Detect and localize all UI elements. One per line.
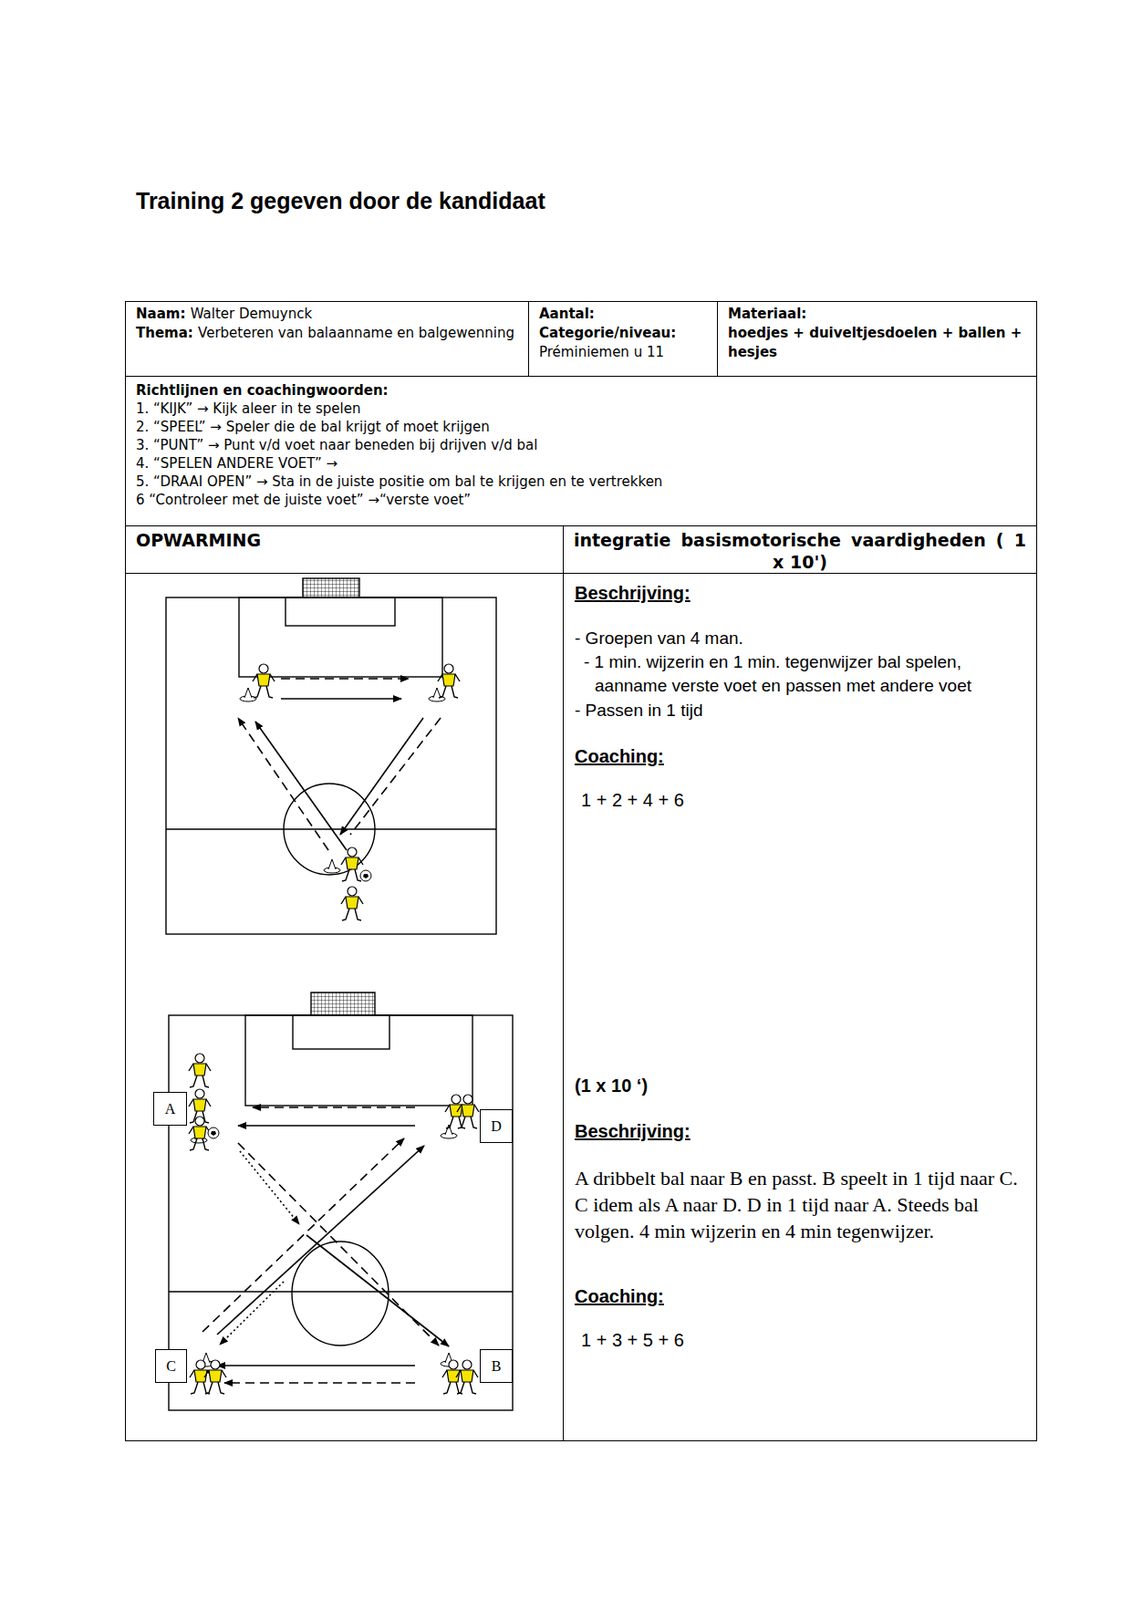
position-label: C — [155, 1349, 187, 1383]
field-drawing-part — [341, 847, 364, 882]
page-title: Training 2 gegeven door de kandidaat — [135, 187, 546, 215]
field-drawing-part — [280, 677, 409, 680]
cell-text: integratie basismotorische vaardigheden … — [573, 529, 1027, 573]
cell-text: 3. “PUNT” → Punt v/d voet naar beneden b… — [135, 436, 1028, 455]
field-drawing-part — [456, 1094, 479, 1129]
field-drawing-part — [188, 1053, 211, 1088]
text-line: Naam:Walter Demuynck — [135, 304, 520, 324]
cell-text: Aantal: — [539, 304, 708, 324]
position-label: A — [153, 1091, 187, 1126]
field-drawing-part — [442, 1360, 465, 1394]
field-drawing-part — [238, 1124, 416, 1127]
field-drawing-part — [340, 717, 424, 835]
field-drawing-part — [350, 717, 441, 835]
cell-text: C — [166, 1358, 177, 1375]
text-group: Beschrijving: - Groepen van 4 man.- 1 min… — [574, 581, 1026, 812]
position-label: D — [479, 1109, 513, 1143]
header-cell: Materiaal:hoedjes + duiveltjesdoelen + b… — [716, 301, 1038, 377]
field-drawing-part — [302, 578, 360, 598]
field-drawing-part — [207, 1127, 219, 1139]
field-drawing-part — [252, 1106, 416, 1109]
field-drawing-part — [217, 1145, 425, 1335]
cell-text: 4. “SPELEN ANDERE VOET” → — [135, 454, 1028, 473]
text-group: (1 x 10 ‘) Beschrijving: A dribbelt bal na… — [574, 1073, 1026, 1352]
field-drawing-part — [239, 687, 257, 702]
cell-text: hoedjes + duiveltjesdoelen + ballen + he… — [727, 323, 1028, 363]
cell-text: - Groepen van 4 man. — [574, 626, 1026, 651]
cell-text: Walter Demuynck — [190, 305, 313, 322]
field-drawing-part — [245, 1015, 473, 1106]
field-drawing-part — [125, 573, 564, 1442]
cell-text: 1 + 2 + 4 + 6 — [581, 788, 1026, 812]
field-drawing-part — [168, 1015, 513, 1411]
cell-text: 1. “KIJK” → Kijk aleer in te spelen — [135, 399, 1028, 418]
guidelines-cell: Richtlijnen en coachingwoorden:1. “KIJK”… — [124, 375, 1038, 527]
cell-text: Thema: — [135, 324, 194, 342]
field-drawing-part — [217, 1364, 416, 1367]
cell-text: - 1 min. wijzerin en 1 min. tegenwijzer … — [574, 650, 1026, 698]
field-drawing-part — [189, 1360, 212, 1394]
field-drawing-part — [238, 597, 443, 677]
cell-text: (1 x 10 ‘) — [574, 1073, 1026, 1098]
field-drawing-part — [204, 1360, 227, 1394]
field-drawing-part — [252, 664, 275, 698]
section-cell: OPWARMING — [124, 525, 564, 574]
field-drawing-part — [202, 1107, 449, 1383]
cell-text: Coaching: — [574, 1284, 1026, 1309]
field-drawing-part — [239, 1151, 300, 1225]
field-drawing-part — [219, 1281, 284, 1345]
cell-text: Naam: — [135, 305, 186, 322]
cell-text: D — [490, 1118, 502, 1135]
field-drawing-part — [285, 597, 395, 626]
cell-text: Categorie/niveau: — [539, 323, 708, 343]
cell-text: Préminiemen u 11 — [539, 342, 708, 363]
cell-text: A dribbelt bal naar B en passt. B speelt… — [574, 1164, 1026, 1245]
cell-text: - Passen in 1 tijd — [574, 698, 1026, 723]
cell-text: 2. “SPEEL” → Speler die de bal krijgt of… — [135, 417, 1028, 437]
field-drawing-part — [291, 1241, 389, 1346]
field-drawing-part — [255, 721, 347, 851]
field-drawing-part — [280, 697, 402, 700]
field-drawing-part — [238, 717, 329, 851]
field-drawing-part — [323, 859, 341, 873]
field-drawing-part — [456, 1360, 478, 1394]
field-drawing-part — [437, 664, 460, 698]
cell-text: Verbeteren van balaanname en balgewennin… — [197, 324, 515, 342]
field-drawing-part — [306, 1235, 449, 1347]
cell-text: 5. “DRAAI OPEN” → Sta in de juiste posit… — [135, 472, 1028, 491]
field-drawing-part — [188, 1116, 211, 1151]
position-label: B — [479, 1349, 513, 1383]
section-cell: integratie basismotorische vaardigheden … — [562, 525, 1038, 574]
cell-text: OPWARMING — [135, 529, 553, 551]
cell-text: A — [165, 1100, 177, 1118]
cell-text: Beschrijving: — [574, 581, 1026, 605]
field-drawing-part — [440, 1124, 457, 1139]
cell-text: Beschrijving: — [574, 1119, 1026, 1143]
field-drawing-part — [202, 1138, 405, 1332]
cell-text: Richtlijnen en coachingwoorden: — [135, 381, 1028, 400]
cell-text: 1 + 3 + 5 + 6 — [581, 1328, 1026, 1352]
field-drawing-part — [166, 578, 497, 935]
cell-text: 6 “Controleer met de juiste voet” →“vers… — [135, 490, 1028, 509]
header-cell: Aantal:Categorie/niveau:Préminiemen u 11 — [528, 301, 718, 377]
field-drawing-part — [360, 870, 372, 882]
cell-text: Materiaal: — [727, 304, 1028, 324]
header-cell: Naam:Walter DemuynckThema:Verbeteren van… — [124, 301, 530, 377]
cell-text: Coaching: — [574, 744, 1026, 769]
cell-text: B — [491, 1358, 502, 1375]
field-drawing-part — [311, 992, 375, 1016]
field-drawing-part — [238, 678, 441, 851]
field-drawing-part — [341, 886, 364, 921]
field-drawing-part — [292, 1015, 390, 1049]
field-drawing-part — [168, 1290, 513, 1292]
field-drawing-part — [166, 597, 497, 935]
description-cell: Beschrijving: - Groepen van 4 man.- 1 min… — [562, 572, 1038, 1442]
text-line: Thema:Verbeteren van balaanname en balge… — [135, 323, 520, 343]
field-drawing-part — [168, 992, 513, 1411]
field-drawing-part — [224, 1381, 416, 1384]
